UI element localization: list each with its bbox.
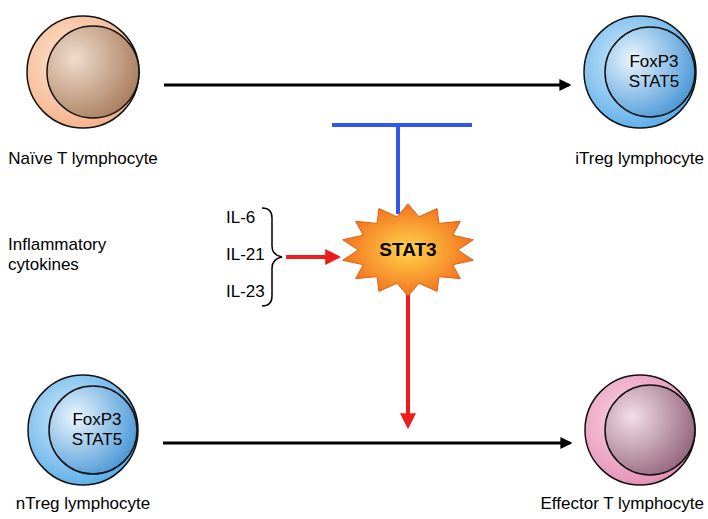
cell-circle: Naïve T lymphocyte <box>26 15 140 129</box>
activation-arrow <box>286 255 338 259</box>
nucleus-circle: FoxP3 STAT5 <box>48 385 138 475</box>
cytokine-label: IL-23 <box>226 282 265 302</box>
cell-outline <box>26 15 140 129</box>
inhibition-bar <box>332 123 472 127</box>
inhibition-line <box>396 125 400 214</box>
cell-outline <box>584 374 696 486</box>
conversion-arrow <box>163 442 570 445</box>
cytokine-label: IL-21 <box>226 245 265 265</box>
cell-circle: iTreg lymphocyteFoxP3 STAT5 <box>583 15 697 129</box>
conversion-arrow <box>164 84 569 87</box>
star-label: STAT3 <box>379 239 436 262</box>
cell-circle: Effector T lymphocyte <box>584 374 696 486</box>
bracket <box>262 208 282 306</box>
cytokine-label: IL-6 <box>226 208 255 228</box>
marker-text: FoxP3 STAT5 <box>614 52 686 93</box>
marker-text: FoxP3 STAT5 <box>57 410 129 451</box>
cell-label: nTreg lymphocyte <box>16 494 150 514</box>
cell-label: Naïve T lymphocyte <box>8 149 158 169</box>
cell-circle: nTreg lymphocyteFoxP3 STAT5 <box>27 374 139 486</box>
cell-label: iTreg lymphocyte <box>575 149 704 169</box>
group-label: Inflammatory cytokines <box>8 235 120 276</box>
starburst: STAT3 <box>341 204 475 296</box>
cell-label: Effector T lymphocyte <box>541 494 704 514</box>
nucleus-circle: FoxP3 STAT5 <box>604 26 696 118</box>
activation-arrow <box>406 294 410 426</box>
